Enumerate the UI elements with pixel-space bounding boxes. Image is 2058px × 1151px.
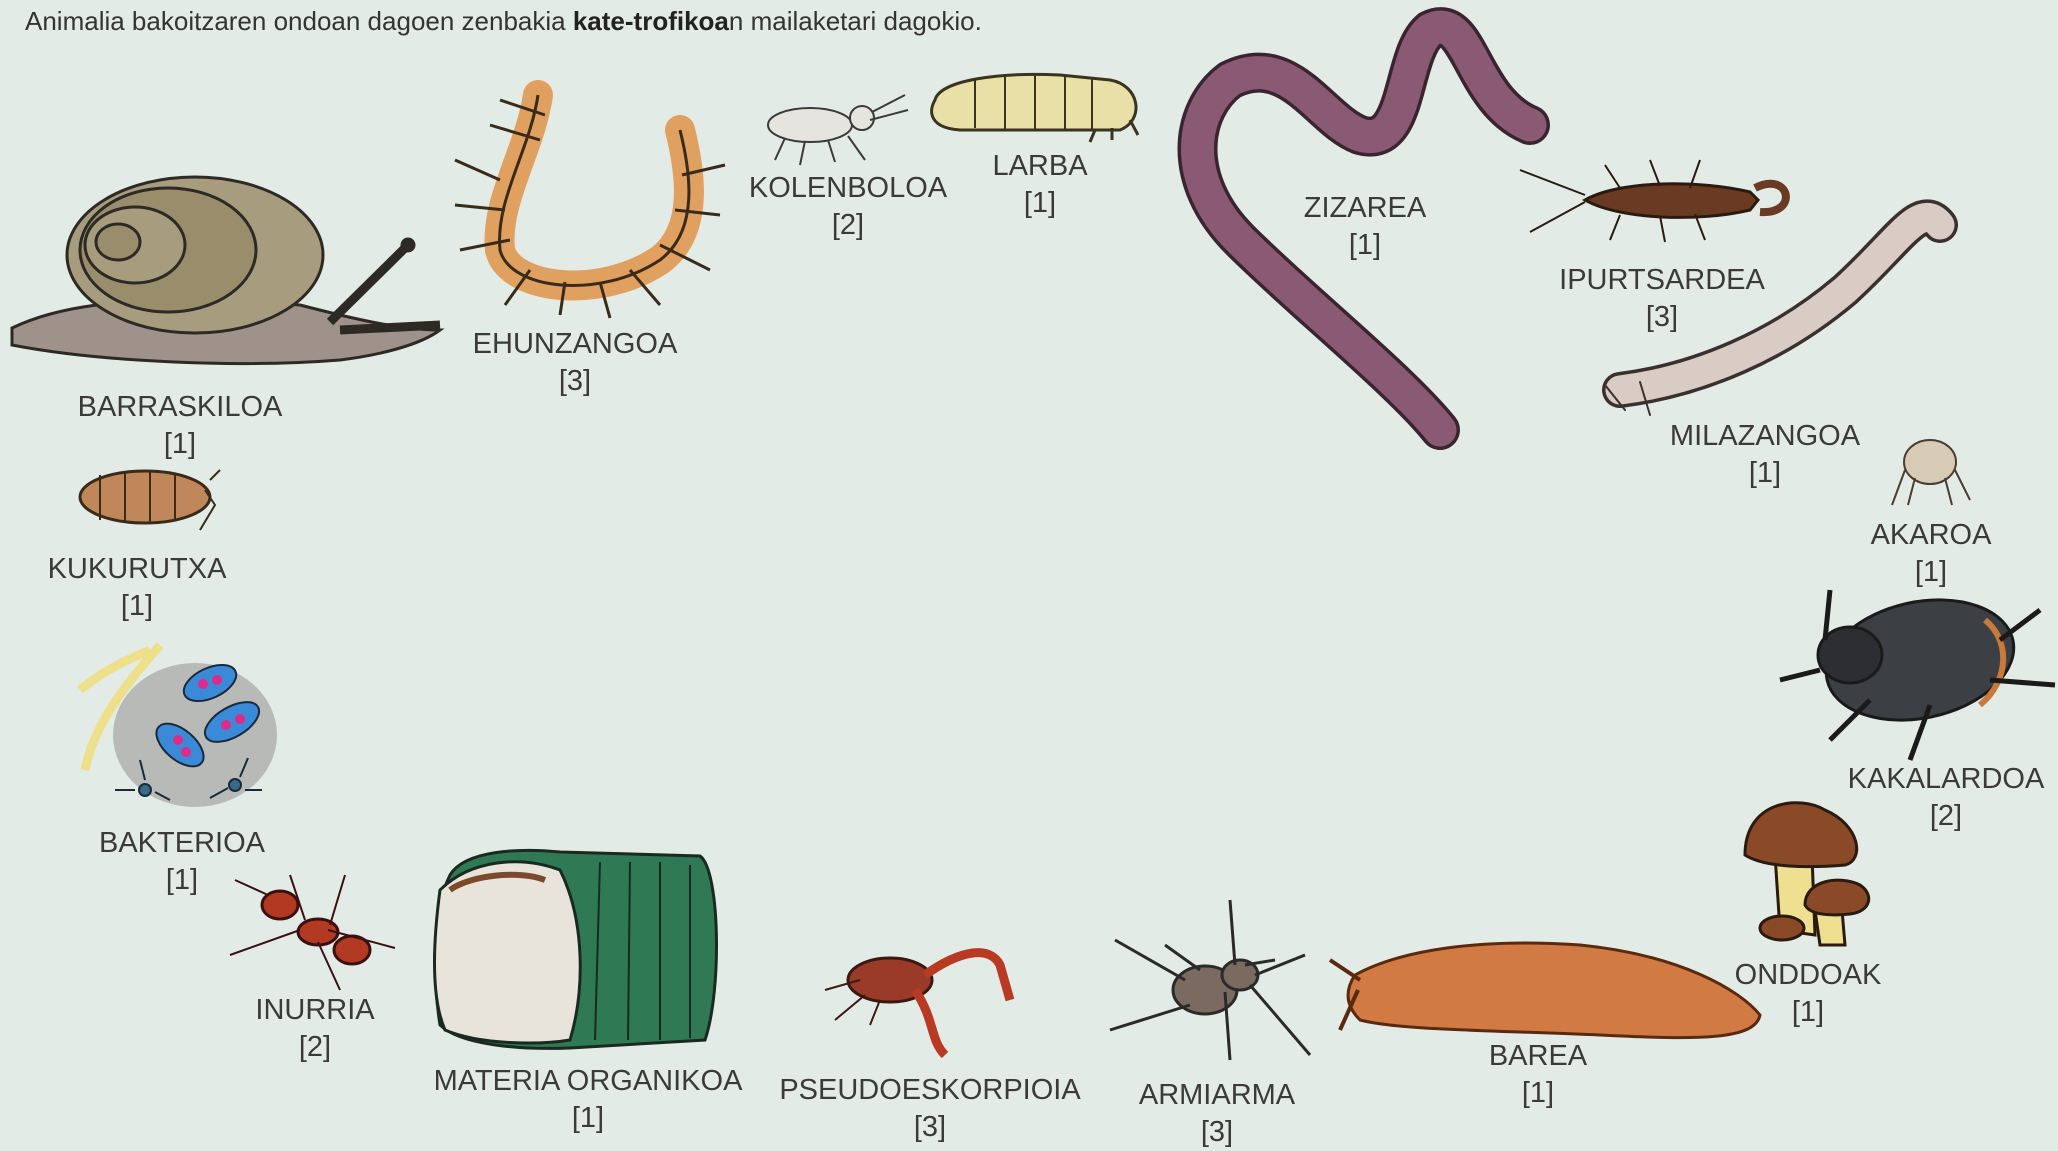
centipede-icon xyxy=(455,95,725,318)
label-ehunzangoa: EHUNZANGOA[3] xyxy=(473,326,678,400)
organic-matter-icon xyxy=(435,850,717,1048)
organism-name: ZIZAREA xyxy=(1304,190,1426,227)
label-pseudoeskorpioia: PSEUDOESKORPIOIA[3] xyxy=(779,1072,1080,1146)
larva-icon xyxy=(932,74,1138,142)
organism-name: ONDDOAK xyxy=(1735,957,1882,994)
mite-icon xyxy=(1892,440,1970,505)
trophic-level: [1] xyxy=(99,862,265,899)
trophic-level: [3] xyxy=(473,363,678,400)
trophic-level: [1] xyxy=(1304,227,1426,264)
label-materia-organikoa: MATERIA ORGANIKOA[1] xyxy=(434,1063,743,1137)
slug-icon xyxy=(1330,943,1760,1038)
label-onddoak: ONDDOAK[1] xyxy=(1735,957,1882,1031)
trophic-level: [1] xyxy=(992,185,1087,222)
organism-name: KOLENBOLOA xyxy=(749,170,947,207)
trophic-level: [1] xyxy=(1670,455,1860,492)
organism-name: BAKTERIOA xyxy=(99,825,265,862)
trophic-level: [3] xyxy=(1139,1114,1295,1151)
organism-name: BAREA xyxy=(1489,1038,1587,1075)
trophic-level: [1] xyxy=(78,426,283,463)
woodlouse-icon xyxy=(80,470,220,530)
label-inurria: INURRIA[2] xyxy=(255,992,374,1066)
bacteria-icon xyxy=(80,645,277,807)
trophic-level: [1] xyxy=(1735,994,1882,1031)
label-zizarea: ZIZAREA[1] xyxy=(1304,190,1426,264)
label-kolenboloa: KOLENBOLOA[2] xyxy=(749,170,947,244)
organism-name: AKAROA xyxy=(1871,517,1992,554)
label-barraskiloa: BARRASKILOA[1] xyxy=(78,389,283,463)
label-ipurtsardea: IPURTSARDEA[3] xyxy=(1559,262,1765,336)
trophic-level: [3] xyxy=(1559,299,1765,336)
pseudoscorpion-icon xyxy=(825,953,1010,1055)
trophic-level: [1] xyxy=(1871,554,1992,591)
trophic-level: [2] xyxy=(749,207,947,244)
trophic-level: [2] xyxy=(1848,798,2045,835)
organism-name: LARBA xyxy=(992,148,1087,185)
label-akaroa: AKAROA[1] xyxy=(1871,517,1992,591)
label-kakalardoa: KAKALARDOA[2] xyxy=(1848,761,2045,835)
trophic-level: [1] xyxy=(48,588,227,625)
trophic-level: [1] xyxy=(1489,1075,1587,1112)
beetle-icon xyxy=(1780,584,2055,760)
spider-icon xyxy=(1110,900,1310,1060)
label-barea: BAREA[1] xyxy=(1489,1038,1587,1112)
snail-icon xyxy=(12,177,440,364)
label-milazangoa: MILAZANGOA[1] xyxy=(1670,418,1860,492)
organism-name: KUKURUTXA xyxy=(48,551,227,588)
organism-name: INURRIA xyxy=(255,992,374,1029)
trophic-level: [3] xyxy=(779,1109,1080,1146)
organism-name: PSEUDOESKORPIOIA xyxy=(779,1072,1080,1109)
label-larba: LARBA[1] xyxy=(992,148,1087,222)
label-armiarma: ARMIARMA[3] xyxy=(1139,1077,1295,1151)
earwig-icon xyxy=(1520,160,1786,242)
organism-name: MILAZANGOA xyxy=(1670,418,1860,455)
organism-name: BARRASKILOA xyxy=(78,389,283,426)
label-kukurutxa: KUKURUTXA[1] xyxy=(48,551,227,625)
label-bakterioa: BAKTERIOA[1] xyxy=(99,825,265,899)
organism-name: KAKALARDOA xyxy=(1848,761,2045,798)
organism-name: ARMIARMA xyxy=(1139,1077,1295,1114)
organism-name: IPURTSARDEA xyxy=(1559,262,1765,299)
trophic-level: [1] xyxy=(434,1100,743,1137)
organism-name: EHUNZANGOA xyxy=(473,326,678,363)
springtail-icon xyxy=(768,95,908,165)
trophic-level: [2] xyxy=(255,1029,374,1066)
organism-name: MATERIA ORGANIKOA xyxy=(434,1063,743,1100)
